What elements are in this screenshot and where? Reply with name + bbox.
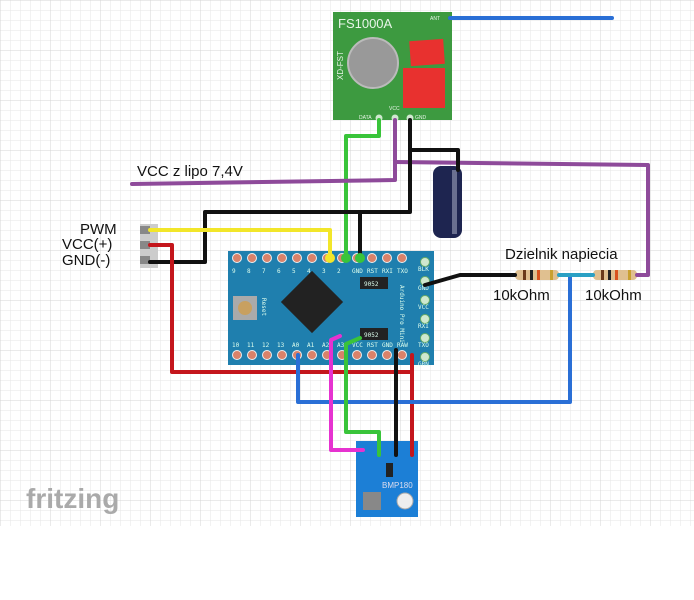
divider-vcc-wire[interactable] — [393, 160, 650, 277]
data-wire[interactable] — [344, 118, 381, 260]
bottom-pin-label: VCC — [352, 342, 363, 349]
bottom-pin-label: A0 — [292, 342, 300, 349]
top-pin[interactable] — [277, 253, 287, 263]
bmp180-sensor[interactable]: BMP180 — [356, 441, 418, 517]
bottom-pin[interactable] — [367, 350, 377, 360]
regulator-label: 9052 — [364, 281, 379, 288]
pin-vcc-label: VCC — [389, 106, 400, 112]
sda-wire[interactable] — [344, 336, 381, 457]
bottom-pin-label: A3 — [337, 342, 345, 349]
bottom-pin-label: RST — [367, 342, 378, 349]
top-pin-label: 6 — [277, 268, 281, 275]
bottom-pin[interactable] — [262, 350, 272, 360]
top-pin[interactable] — [232, 253, 242, 263]
top-pin-label: 8 — [247, 268, 251, 275]
vcc-plus-label: VCC(+) — [62, 236, 112, 253]
reset-label: Reset — [260, 298, 267, 316]
bottom-pin[interactable] — [352, 350, 362, 360]
top-pin[interactable] — [397, 253, 407, 263]
top-pin-label: GND — [352, 268, 363, 275]
divider-label: Dzielnik napiecia — [505, 246, 618, 263]
gnd-wire[interactable] — [148, 148, 412, 264]
side-pin-label: BLK — [418, 266, 429, 273]
bottom-pin[interactable] — [397, 350, 407, 360]
ant-label: ANT — [430, 16, 440, 22]
side-pin[interactable] — [420, 333, 430, 343]
bottom-pin-label: A2 — [322, 342, 330, 349]
top-pin[interactable] — [367, 253, 377, 263]
board-name-label: Arduino Pro Mini — [398, 285, 405, 343]
bottom-pin[interactable] — [247, 350, 257, 360]
top-pin-label: 7 — [262, 268, 266, 275]
pin-gnd-label: GND — [415, 115, 427, 121]
top-pin[interactable] — [292, 253, 302, 263]
top-pin-label: TXO — [397, 268, 408, 275]
bottom-pin-label: 12 — [262, 342, 270, 349]
side-pin[interactable] — [420, 257, 430, 267]
pwm-label: PWM — [80, 221, 117, 238]
side-pin[interactable] — [420, 314, 430, 324]
pwm-wire[interactable] — [148, 228, 332, 260]
bottom-pin-label: 11 — [247, 342, 255, 349]
wires — [130, 16, 650, 457]
bottom-pin-label: A1 — [307, 342, 315, 349]
side-pin-label: VCC — [418, 304, 429, 311]
vcc-wire[interactable] — [148, 243, 414, 374]
bottom-pin-label: 10 — [232, 342, 240, 349]
top-pin-label: 2 — [337, 268, 341, 275]
resistor-1[interactable] — [515, 270, 559, 280]
gnd-minus-label: GND(-) — [62, 252, 110, 269]
pin-data-label: DATA — [359, 115, 372, 121]
vcc-lipo-wire[interactable] — [130, 118, 397, 186]
a0-wire[interactable] — [296, 273, 572, 404]
side-pin-label: RXI — [418, 323, 429, 330]
top-pin-label: 5 — [292, 268, 296, 275]
side-pin-label: TXO — [418, 342, 429, 349]
side-label: XD-FST — [336, 51, 345, 80]
sensor-label: BMP180 — [382, 481, 413, 490]
top-pin-label: RXI — [382, 268, 393, 275]
top-pin-label: 3 — [322, 268, 326, 275]
vcc-lipo-label: VCC z lipo 7,4V — [137, 163, 243, 180]
top-pin[interactable] — [382, 253, 392, 263]
bottom-pin[interactable] — [307, 350, 317, 360]
fs1000a-transmitter[interactable]: FS1000A ANT XD-FST DATA VCC GND — [333, 12, 452, 122]
side-pin-label: GRN — [418, 361, 429, 368]
bottom-pin[interactable] — [277, 350, 287, 360]
resistor-2-label: 10kOhm — [585, 287, 642, 304]
resistor-2[interactable] — [593, 270, 637, 280]
bottom-pin-label: RAW — [397, 342, 408, 349]
top-pin[interactable] — [262, 253, 272, 263]
bottom-pin-label: 13 — [277, 342, 285, 349]
side-pin-label: GND — [418, 285, 429, 292]
divider-gnd-wire[interactable] — [423, 273, 517, 287]
scl-wire[interactable] — [329, 334, 365, 452]
bottom-pin[interactable] — [382, 350, 392, 360]
resistor-1-label: 10kOhm — [493, 287, 550, 304]
top-pin-label: RST — [367, 268, 378, 275]
top-pin[interactable] — [307, 253, 317, 263]
bottom-pin[interactable] — [232, 350, 242, 360]
fritzing-logo: fritzing — [26, 483, 119, 514]
side-pin[interactable] — [420, 352, 430, 362]
top-pin-label: 4 — [307, 268, 311, 275]
chip-label: 9052 — [364, 332, 379, 339]
capacitor[interactable] — [433, 166, 462, 238]
transmitter-title: FS1000A — [338, 16, 393, 31]
side-pin[interactable] — [420, 295, 430, 305]
bottom-pin-label: GND — [382, 342, 393, 349]
cap-gnd-wire[interactable] — [408, 118, 460, 172]
top-pin[interactable] — [247, 253, 257, 263]
top-pin-label: 9 — [232, 268, 236, 275]
